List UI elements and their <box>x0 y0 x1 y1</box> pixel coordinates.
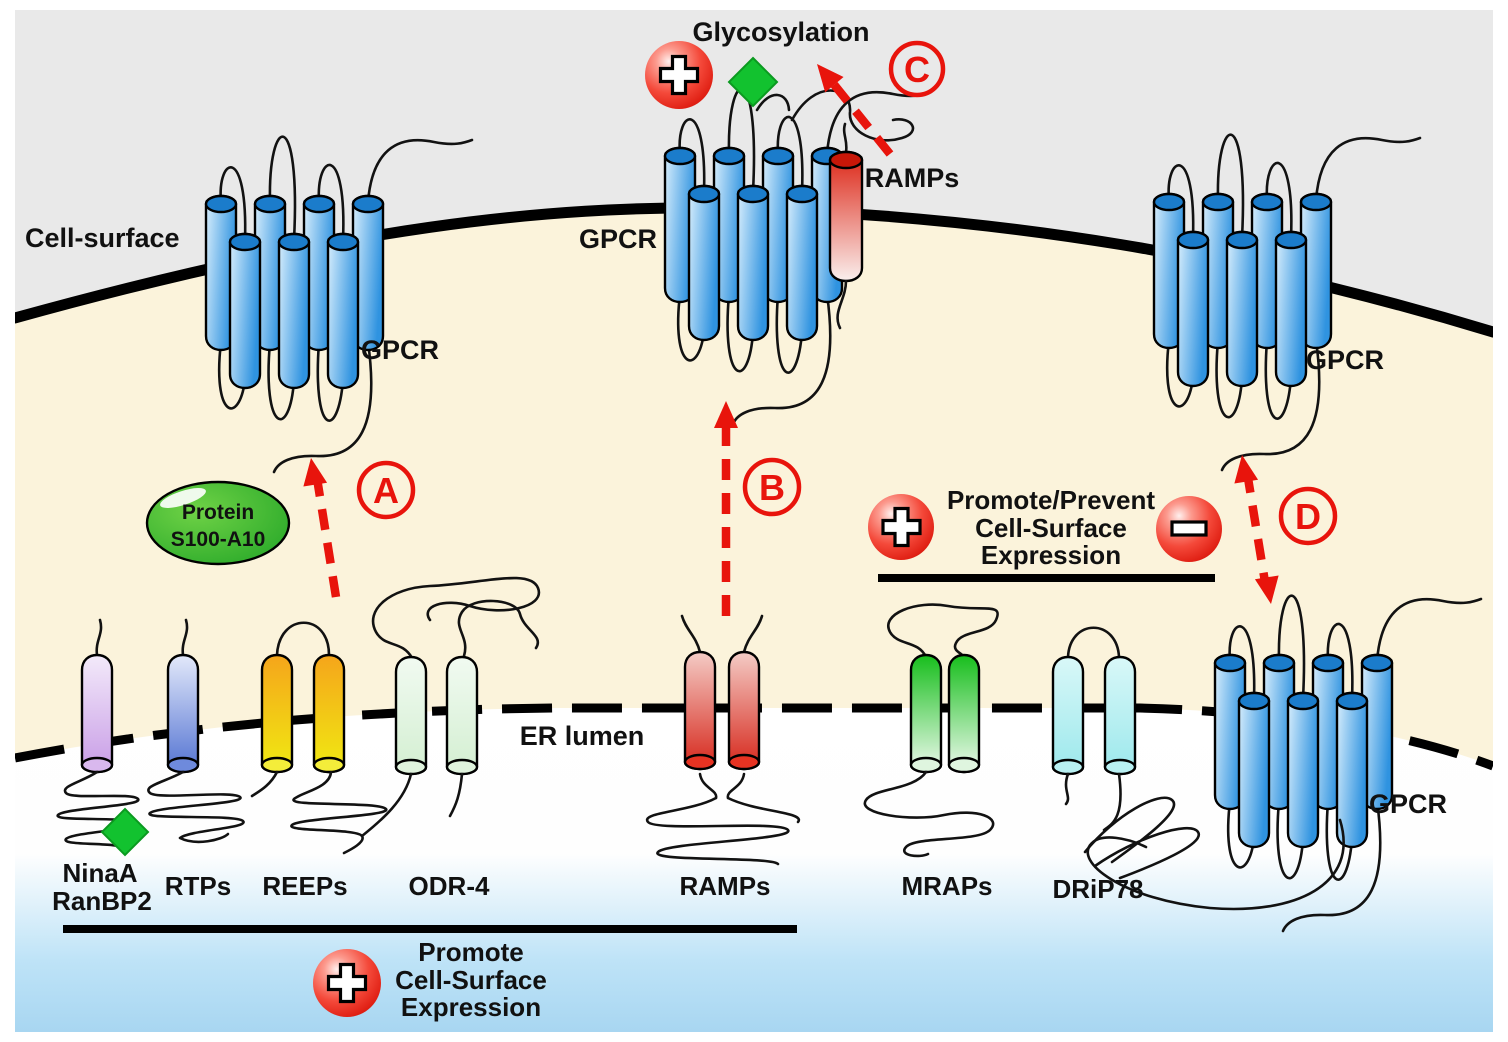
step-a-badge: A <box>356 460 416 520</box>
right-caption-line3: Expression <box>981 540 1121 570</box>
plus-sphere-icon <box>313 949 381 1017</box>
ramp-surface-cylinder-top <box>828 150 864 170</box>
ramps-surface-label: RAMPs <box>865 163 960 193</box>
green-diamond-icon <box>100 807 150 857</box>
step-d-letter: D <box>1295 496 1321 537</box>
gpcr-er-label: GPCR <box>1369 789 1447 819</box>
right-caption-line1: Promote/Prevent <box>947 485 1155 515</box>
protein-s100-a10 <box>145 480 291 566</box>
chaperone-ramps-er <box>645 614 801 866</box>
bottom-caption-line1: Promote <box>418 937 523 967</box>
squiggle <box>360 772 464 838</box>
er-region <box>15 708 1493 1032</box>
gpcr-er-ctail <box>1086 818 1345 911</box>
squiggle <box>842 122 848 154</box>
odr4-label: ODR-4 <box>409 871 490 901</box>
step-c-badge: C <box>888 40 946 98</box>
squiggle <box>147 770 245 844</box>
squiggle <box>887 603 999 659</box>
step-b-letter: B <box>759 467 785 508</box>
arrow-c <box>817 64 894 157</box>
green-diamond-icon <box>727 56 779 108</box>
chaperone-odr4 <box>360 576 541 838</box>
s100-label-line1: Protein <box>182 501 254 524</box>
chaperone-rtps <box>147 618 245 844</box>
squiggle <box>95 618 103 657</box>
bottom-caption-line2: Cell-Surface <box>395 965 547 995</box>
squiggle <box>755 89 915 142</box>
step-b-badge: B <box>742 457 802 517</box>
arrow-b <box>714 401 738 616</box>
squiggle <box>275 621 331 657</box>
drip78-label: DRiP78 <box>1052 874 1143 904</box>
plus-sphere-icon <box>868 494 934 560</box>
minus-sphere-icon <box>1156 496 1222 562</box>
step-c-letter: C <box>904 49 930 90</box>
ninaa-label-line1: NinaA <box>62 858 137 888</box>
right-caption-line2: Cell-Surface <box>975 513 1127 543</box>
gpcr-middle-label: GPCR <box>579 224 657 254</box>
reeps-label: REEPs <box>262 871 347 901</box>
squiggle <box>181 618 189 657</box>
bottom-caption-line3: Expression <box>401 992 541 1022</box>
arrow-d <box>1234 455 1279 604</box>
ramp-surface-cylinder <box>828 150 864 283</box>
gpcr-right-label: GPCR <box>1306 345 1384 375</box>
gpcr-middle-extras <box>755 89 915 330</box>
chaperone-drip78 <box>1051 626 1201 880</box>
squiggle <box>1064 772 1201 880</box>
chaperone-mraps <box>863 603 999 858</box>
s100-label-line2: S100-A10 <box>171 528 266 551</box>
squiggle <box>836 279 848 330</box>
er-lumen-label: ER lumen <box>520 721 645 751</box>
chaperone-ninaa-ranbp2 <box>56 618 150 857</box>
squiggle <box>1066 626 1121 659</box>
cell-surface-label: Cell-surface <box>25 223 180 253</box>
glycosylation-label: Glycosylation <box>692 17 869 47</box>
arrow-a <box>303 458 341 598</box>
ninaa-label-line2: RanBP2 <box>52 886 152 916</box>
squiggle <box>371 576 541 660</box>
squiggle <box>680 614 764 654</box>
step-a-letter: A <box>373 470 399 511</box>
gpcr-left-label: GPCR <box>361 335 439 365</box>
s100-gloss <box>160 488 206 508</box>
mraps-label: MRAPs <box>901 871 992 901</box>
ramps-er-label: RAMPs <box>679 871 770 901</box>
squiggle <box>56 770 140 850</box>
step-d-badge: D <box>1278 486 1338 546</box>
squiggle <box>645 772 801 866</box>
rtps-label: RTPs <box>165 871 231 901</box>
squiggle <box>863 770 995 858</box>
plus-sphere-icon <box>645 41 713 109</box>
